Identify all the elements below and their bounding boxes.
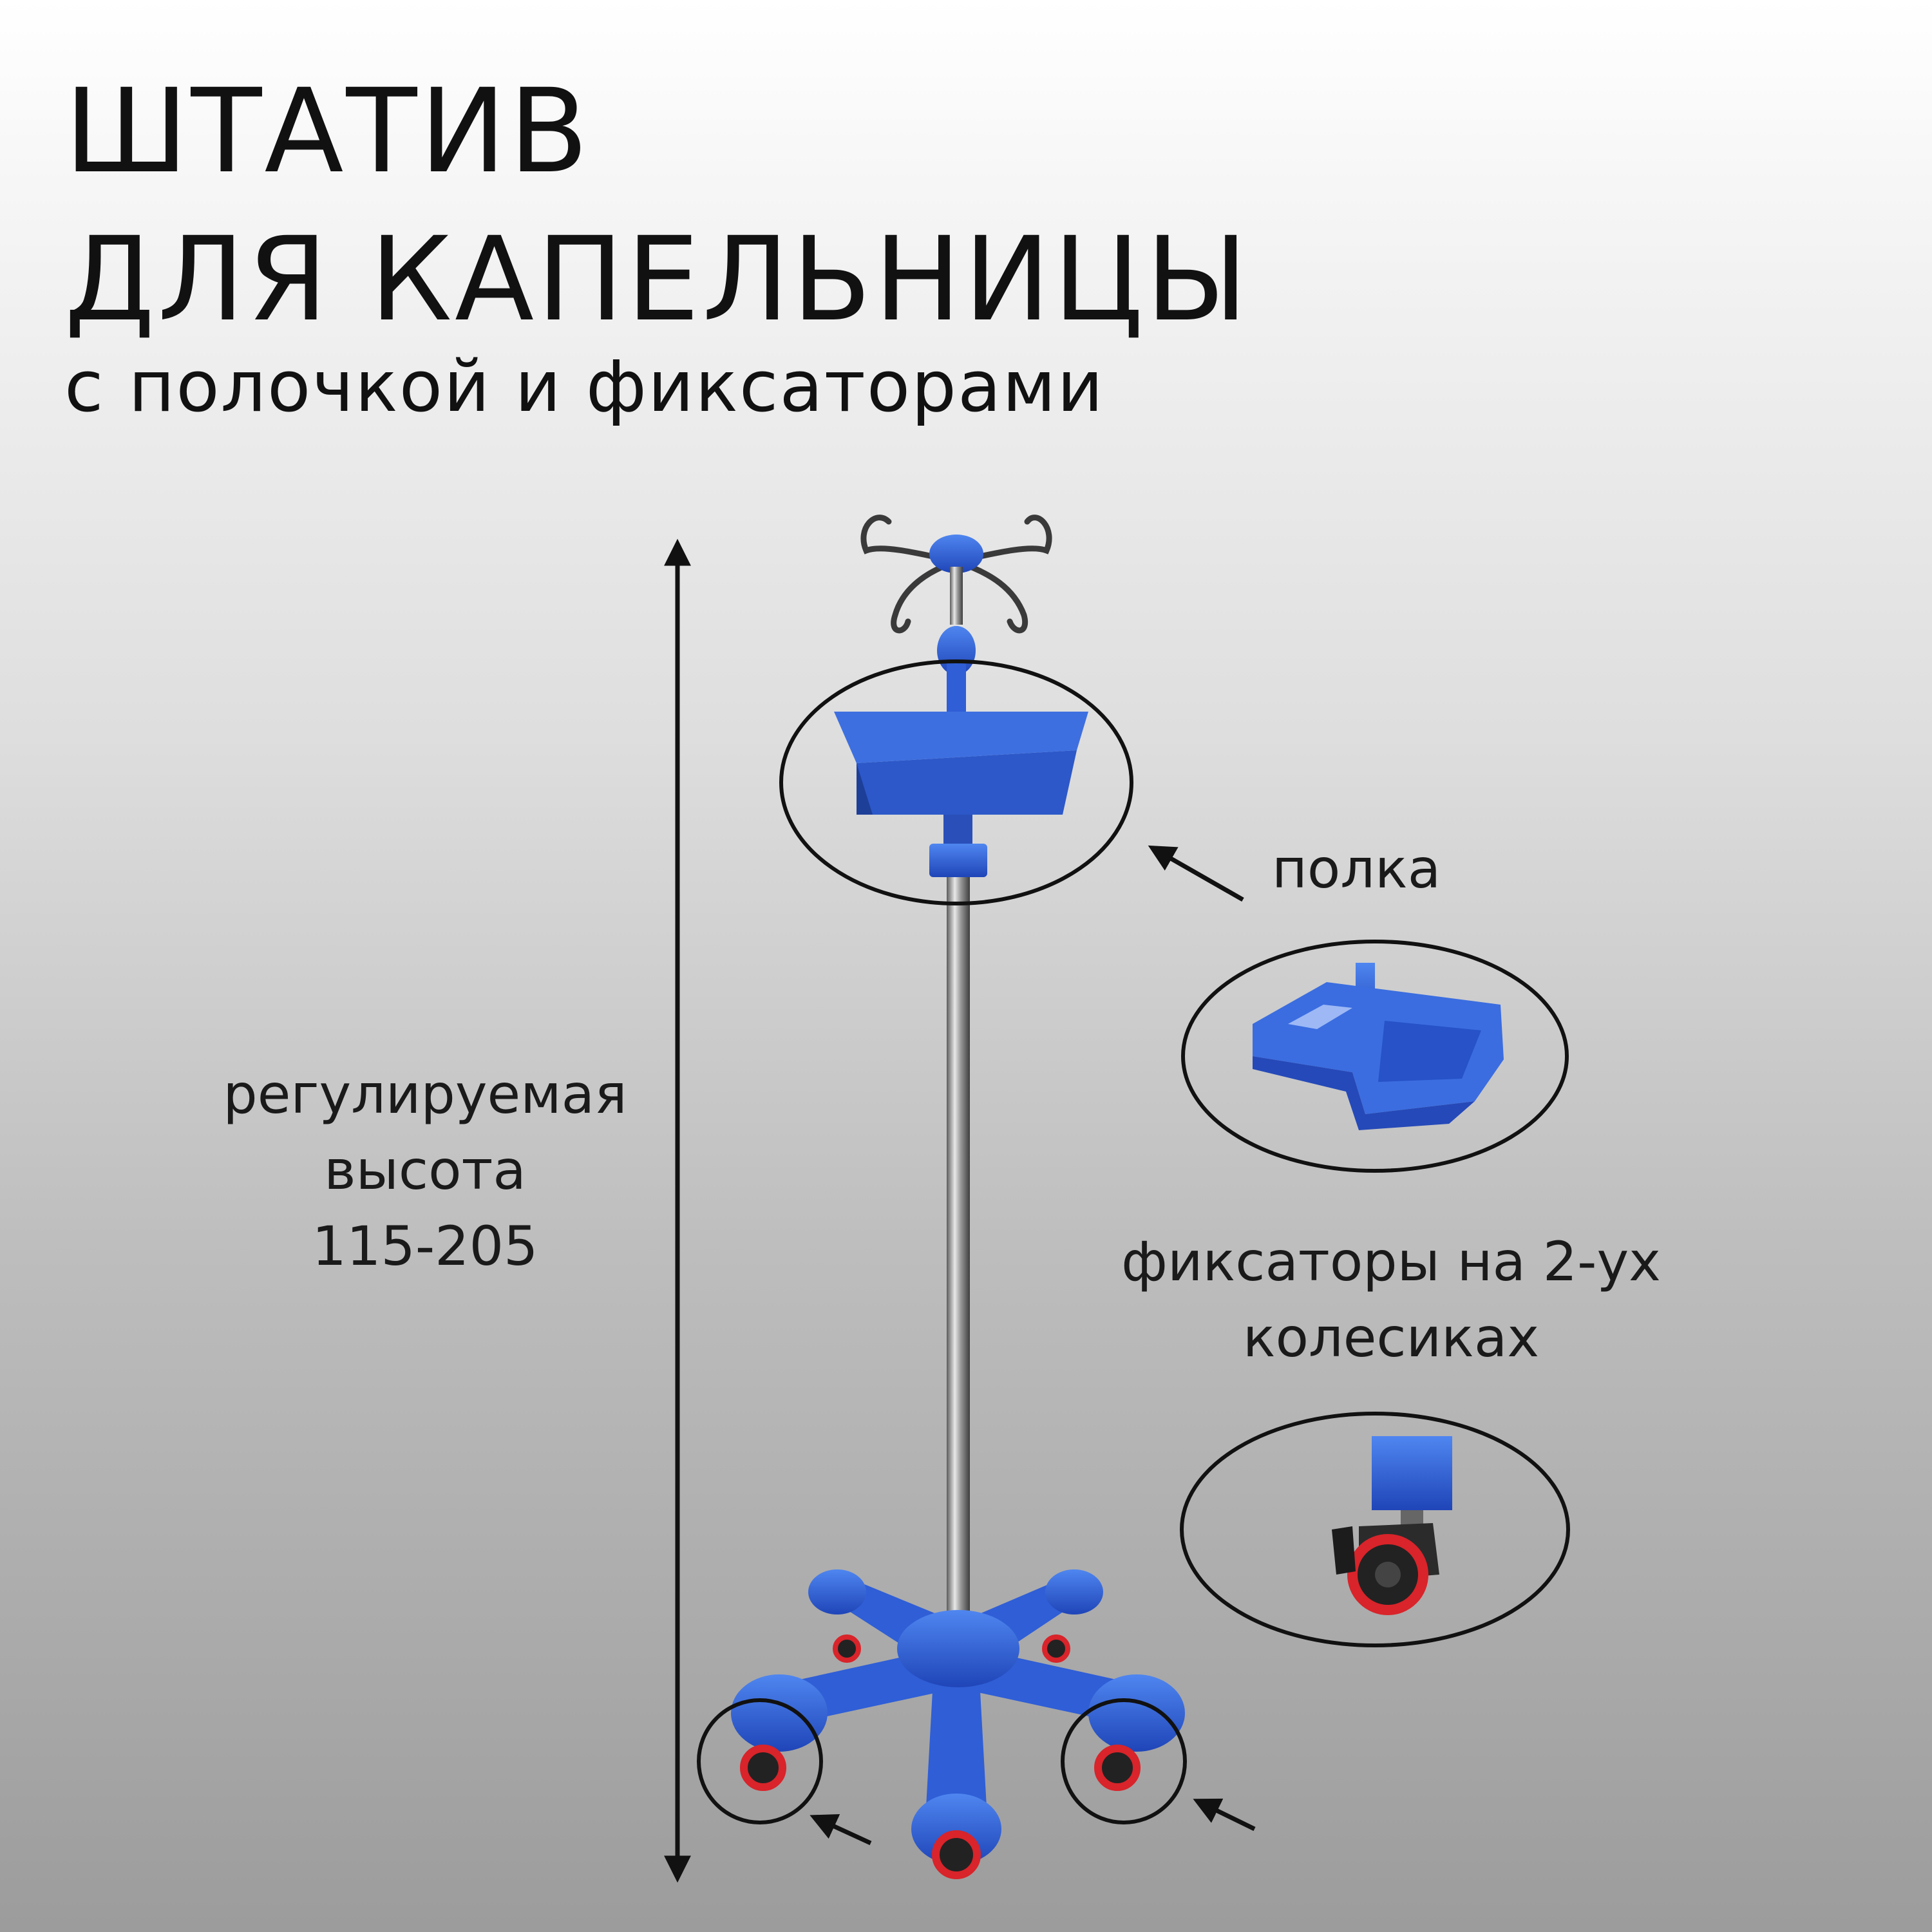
height-label-line-1: регулируемая bbox=[223, 1063, 627, 1126]
shelf-detail-icon bbox=[1253, 963, 1504, 1130]
title-line-1: ШТАТИВ bbox=[64, 64, 591, 199]
shelf-icon bbox=[834, 712, 1088, 877]
arrow-icon bbox=[810, 845, 1256, 1846]
adjustable-height-label: регулируемая высота 115-205 bbox=[193, 1056, 657, 1284]
height-range-value: 115-205 bbox=[312, 1215, 538, 1278]
wheel-detail-circle bbox=[1180, 1412, 1570, 1647]
wheel-lock-circle-right bbox=[1061, 1698, 1187, 1824]
wheel-locks-line-1: фиксаторы на 2-ух bbox=[1121, 1230, 1661, 1293]
subtitle: с полочкой и фиксаторами bbox=[64, 345, 1104, 428]
pole-top-knob bbox=[929, 535, 983, 715]
annotations bbox=[697, 659, 1570, 1824]
height-label-line-2: высота bbox=[324, 1139, 526, 1202]
shelf-detail-circle bbox=[1181, 940, 1569, 1173]
steel-pole bbox=[947, 877, 970, 1631]
shelf-label: полка bbox=[1272, 837, 1441, 900]
wheel-icon bbox=[740, 1634, 1141, 1879]
title-line-2: ДЛЯ КАПЕЛЬНИЦЫ bbox=[64, 213, 1251, 347]
wheel-locks-label: фиксаторы на 2-ух колесиках bbox=[1088, 1224, 1694, 1376]
shelf-highlight-circle bbox=[779, 659, 1133, 905]
hook-icon bbox=[860, 515, 1052, 634]
stand-base bbox=[731, 1569, 1185, 1864]
wheel-lock-circle-left bbox=[697, 1698, 823, 1824]
wheel-locks-line-2: колесиках bbox=[1242, 1306, 1540, 1369]
wheel-detail-icon bbox=[1332, 1436, 1452, 1615]
